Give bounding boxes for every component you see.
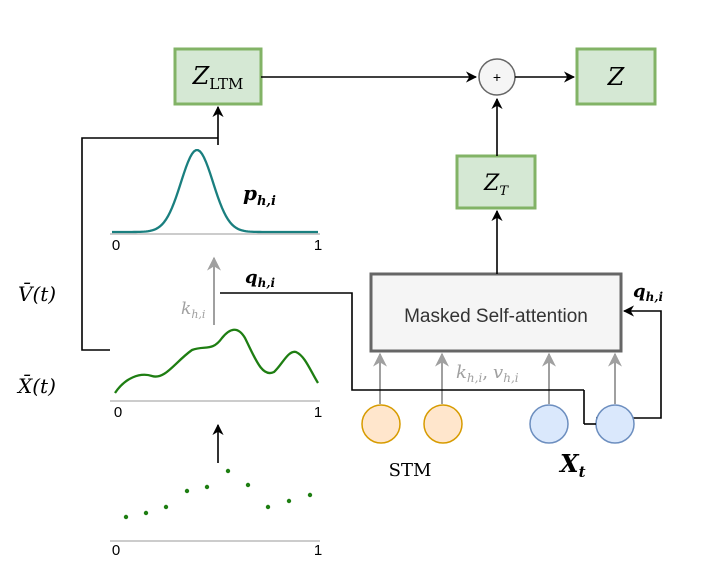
bottom-axis-max: 1 xyxy=(314,542,322,559)
q-hi-left-sub: h,i xyxy=(258,276,276,290)
plus-node: + xyxy=(478,58,516,96)
sample-dot xyxy=(123,514,129,520)
k-hi-sub: h,i xyxy=(191,308,205,321)
kv-k: k xyxy=(456,362,467,383)
q-hi-right-base: q xyxy=(633,281,646,302)
xt-token-2 xyxy=(595,404,635,444)
plus-sign: + xyxy=(493,69,501,85)
samples-plot: 0 1 xyxy=(110,468,322,559)
q-hi-right-sub: h,i xyxy=(646,290,664,304)
xt-base: X xyxy=(558,449,580,478)
z-ltm-sub: LTM xyxy=(209,75,243,93)
xt-token-1 xyxy=(529,404,569,444)
z-output-label: Z xyxy=(607,63,626,91)
sample-dot xyxy=(184,488,190,494)
sample-dot xyxy=(307,492,313,498)
k-hi-label: kh,i xyxy=(181,299,205,321)
q-hi-left-label: qh,i xyxy=(245,267,275,290)
kv-sep: , xyxy=(482,362,488,383)
z-t-sub: T xyxy=(499,184,509,199)
sample-dot xyxy=(163,504,169,510)
kv-hi-label: kh,i,vh,i xyxy=(456,362,519,385)
q-hi-right-label: qh,i xyxy=(633,281,663,304)
svg-text:ZT: ZT xyxy=(483,171,509,199)
kv-v-sub: h,i xyxy=(503,371,519,385)
gaussian-curve xyxy=(112,149,318,234)
sample-dot xyxy=(204,484,210,490)
stm-token-1 xyxy=(361,404,401,444)
z-t-base: Z xyxy=(483,171,500,196)
query-left-path xyxy=(220,292,584,391)
sample-dot xyxy=(143,510,149,516)
kv-k-sub: h,i xyxy=(467,371,483,385)
p-hi-label: ph,i xyxy=(243,181,276,209)
v-bar-label: V̄(t) xyxy=(18,281,56,306)
signal-plot: 0 1 xyxy=(110,328,322,421)
sample-dot xyxy=(286,498,292,504)
sample-dot xyxy=(245,482,251,488)
z-ltm-box: ZLTM xyxy=(173,47,263,106)
top-axis-min: 0 xyxy=(112,237,120,254)
sample-dot xyxy=(225,468,231,474)
svg-text:ZLTM: ZLTM xyxy=(192,62,244,93)
middle-axis-min: 0 xyxy=(114,404,122,421)
stm-token-2 xyxy=(423,404,463,444)
q-hi-left-base: q xyxy=(245,267,258,288)
gaussian-plot: 0 1 xyxy=(110,149,322,254)
value-path-bracket xyxy=(81,137,218,351)
k-hi-base: k xyxy=(181,299,191,319)
bottom-axis-min: 0 xyxy=(112,542,120,559)
top-axis-max: 1 xyxy=(314,237,322,254)
kv-v: v xyxy=(493,362,503,383)
xt-sub: t xyxy=(579,463,586,481)
z-output-box: Z xyxy=(575,47,657,106)
z-ltm-base: Z xyxy=(192,62,211,90)
p-hi-base: p xyxy=(243,181,257,205)
z-t-box: ZT xyxy=(455,154,537,210)
masked-self-attention-label: Masked Self-attention xyxy=(404,306,588,327)
stm-label: STM xyxy=(389,460,432,481)
p-hi-sub: h,i xyxy=(257,194,276,209)
middle-axis-max: 1 xyxy=(314,404,322,421)
signal-curve xyxy=(114,328,319,394)
sample-dot xyxy=(265,504,271,510)
x-bar-label: X̄(t) xyxy=(16,373,56,398)
masked-self-attention-box: Masked Self-attention xyxy=(369,272,623,353)
xt-label: Xt xyxy=(558,449,586,481)
